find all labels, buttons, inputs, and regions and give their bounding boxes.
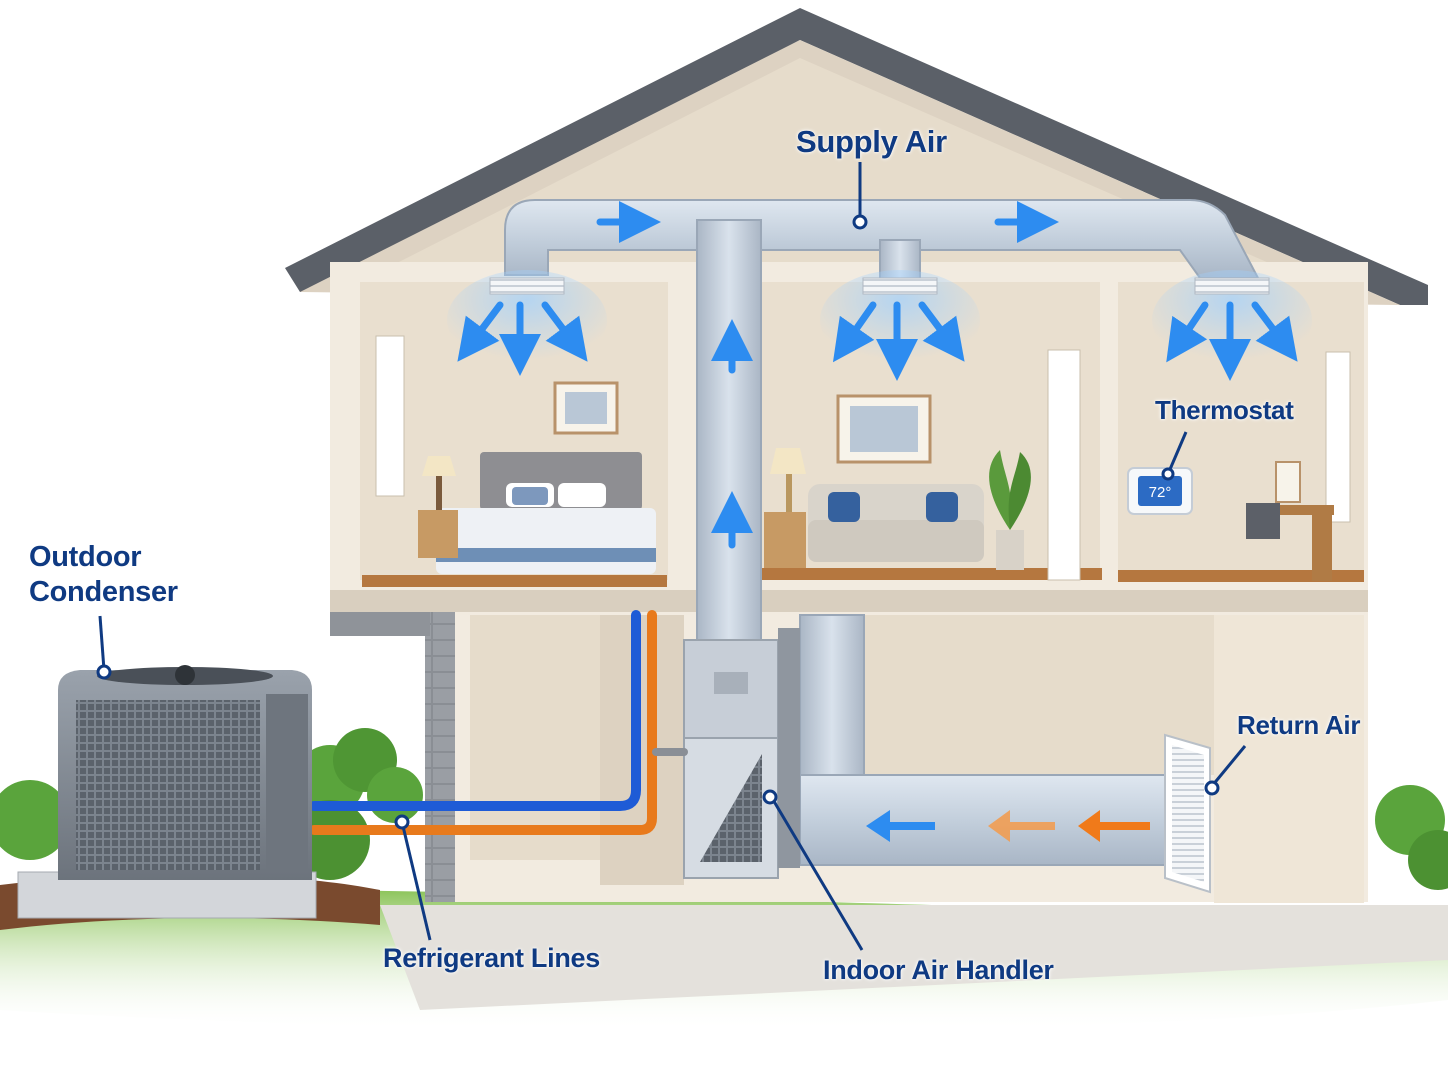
label-outdoor-condenser-line2: Condenser — [29, 576, 178, 608]
interior-door — [1047, 349, 1081, 581]
block-foundation-wall — [425, 612, 455, 902]
callout-leaders — [98, 162, 1247, 951]
supply-register-bedroom — [447, 270, 607, 370]
sofa — [808, 484, 984, 562]
living-room-floor — [762, 568, 1102, 580]
bedroom-window — [375, 335, 405, 497]
living-picture — [850, 406, 918, 452]
label-supply-air: Supply Air — [796, 124, 947, 159]
refrigerant-line-set — [309, 610, 688, 835]
office-floor — [1118, 570, 1364, 582]
label-thermostat: Thermostat — [1155, 395, 1294, 425]
label-indoor-air-handler: Indoor Air Handler — [823, 955, 1054, 985]
outdoor-condenser-unit — [17, 665, 317, 919]
lower-room-right — [1214, 615, 1364, 903]
label-refrigerant-lines: Refrigerant Lines — [383, 943, 600, 973]
label-return-air: Return Air — [1237, 710, 1361, 740]
living-side-table — [764, 448, 806, 568]
label-outdoor-condenser-line1: Outdoor — [29, 541, 142, 573]
label-outdoor-condenser: Outdoor Condenser — [29, 540, 178, 610]
return-air-grille — [1164, 733, 1211, 894]
office-window — [1325, 351, 1351, 523]
air-handler-unit — [683, 628, 800, 879]
shrubs-right — [1375, 785, 1448, 890]
supply-airflow-arrows — [457, 201, 1298, 549]
bedroom-nightstand — [418, 456, 458, 558]
thermostat-readout: 72° — [1149, 484, 1172, 501]
bedroom-floor — [362, 575, 667, 587]
lower-room-back — [864, 615, 1214, 775]
bedroom-picture — [565, 392, 607, 424]
desk — [1246, 461, 1334, 581]
foundation-walkway — [380, 905, 1448, 1010]
potted-plant — [989, 450, 1031, 570]
upper-floor-overhang — [330, 612, 430, 636]
upper-floor-slab — [330, 590, 1368, 612]
supply-duct-trunk — [504, 199, 1260, 641]
bed — [436, 452, 656, 574]
thermostat-device — [1127, 467, 1193, 515]
roof — [285, 8, 1428, 305]
utility-room-left — [470, 615, 600, 860]
return-airflow-arrows — [866, 810, 1150, 842]
callout-dots — [96, 214, 1220, 830]
